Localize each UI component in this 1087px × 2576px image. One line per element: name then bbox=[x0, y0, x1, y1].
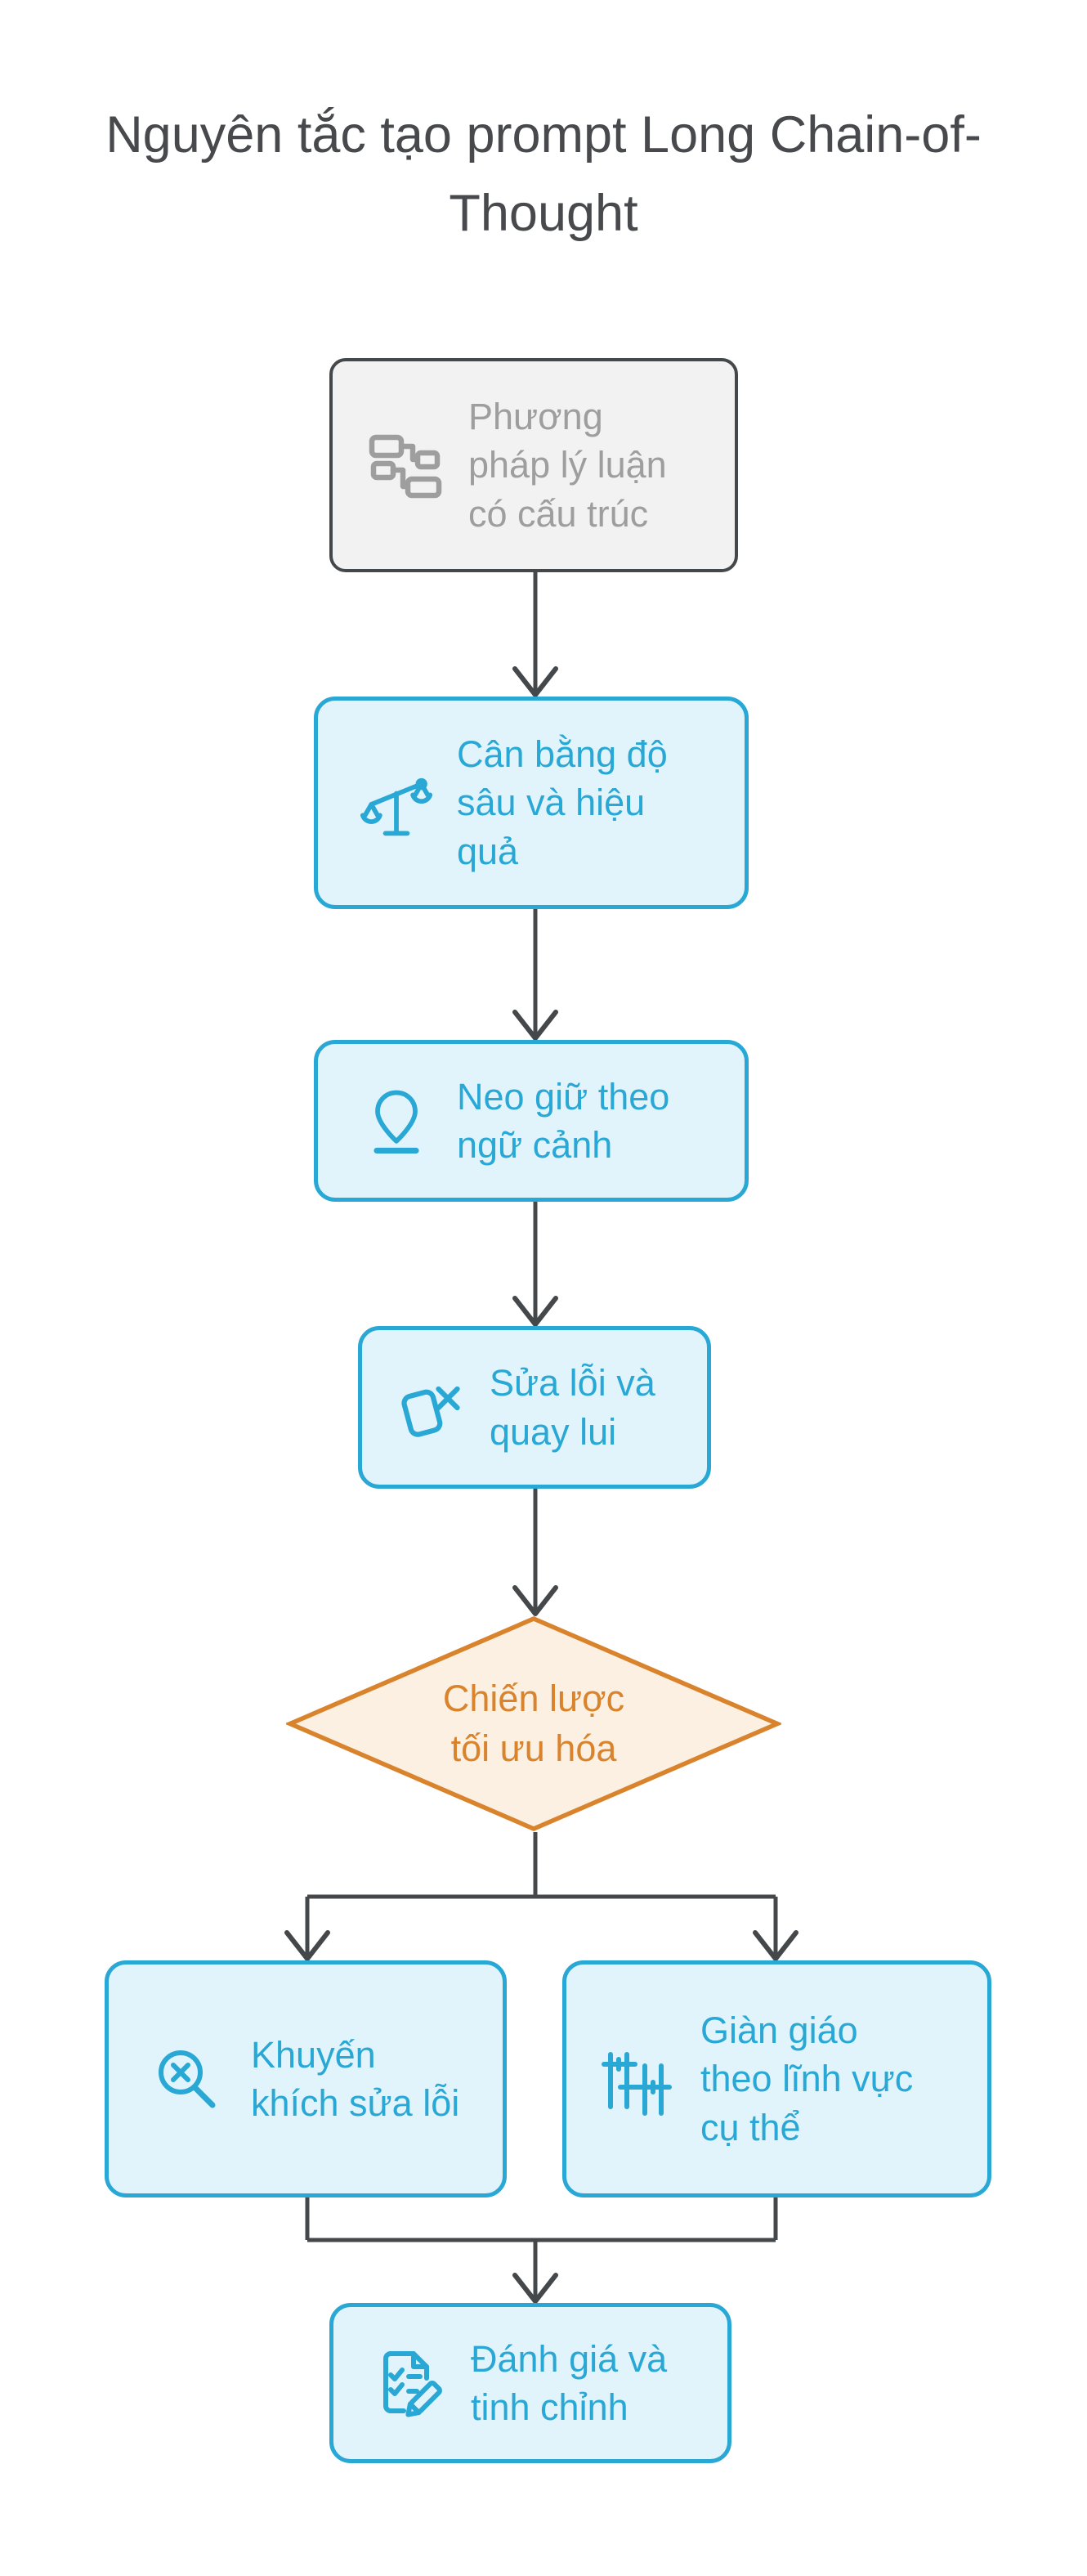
map-pin-icon bbox=[359, 1083, 434, 1158]
node-label: Cân bằng độ sâu và hiệu quả bbox=[457, 732, 668, 872]
node-label: Giàn giáo theo lĩnh vực cụ thể bbox=[700, 2009, 914, 2148]
checklist-pencil-icon bbox=[369, 2344, 448, 2422]
diagram-title: Nguyên tắc tạo prompt Long Chain-of-Thou… bbox=[105, 106, 982, 242]
diamond-shape bbox=[284, 1616, 783, 1831]
sitemap-icon bbox=[367, 426, 445, 504]
connector-lines bbox=[305, 572, 778, 2298]
magnifier-x-icon bbox=[150, 2040, 228, 2118]
node-evaluate-refine: Đánh giá và tinh chỉnh bbox=[329, 2303, 731, 2463]
card-x-icon bbox=[391, 1370, 467, 1445]
node-encourage-fixing: Khuyến khích sửa lỗi bbox=[105, 1960, 507, 2197]
node-contextual-anchoring: Neo giữ theo ngữ cảnh bbox=[314, 1040, 749, 1202]
node-domain-scaffolding: Giàn giáo theo lĩnh vực cụ thể bbox=[562, 1960, 991, 2197]
node-label: Chiến lược tối ưu hóa bbox=[442, 1677, 625, 1769]
balance-scale-icon bbox=[359, 765, 434, 840]
scaffold-icon bbox=[599, 2040, 678, 2118]
arrowheads bbox=[284, 666, 798, 2304]
node-balance-depth-efficiency: Cân bằng độ sâu và hiệu quả bbox=[314, 697, 749, 909]
node-optimization-strategy: Chiến lược tối ưu hóa bbox=[284, 1615, 783, 1832]
node-structured-reasoning: Phương pháp lý luận có cấu trúc bbox=[329, 358, 738, 572]
node-label: Neo giữ theo ngữ cảnh bbox=[457, 1075, 670, 1166]
node-label: Đánh giá và tinh chỉnh bbox=[471, 2337, 668, 2428]
node-label: Sửa lỗi và quay lui bbox=[490, 1362, 655, 1453]
node-label: Khuyến khích sửa lỗi bbox=[251, 2033, 460, 2124]
node-label: Phương pháp lý luận có cấu trúc bbox=[468, 395, 667, 535]
node-fix-backtrack: Sửa lỗi và quay lui bbox=[358, 1326, 711, 1489]
